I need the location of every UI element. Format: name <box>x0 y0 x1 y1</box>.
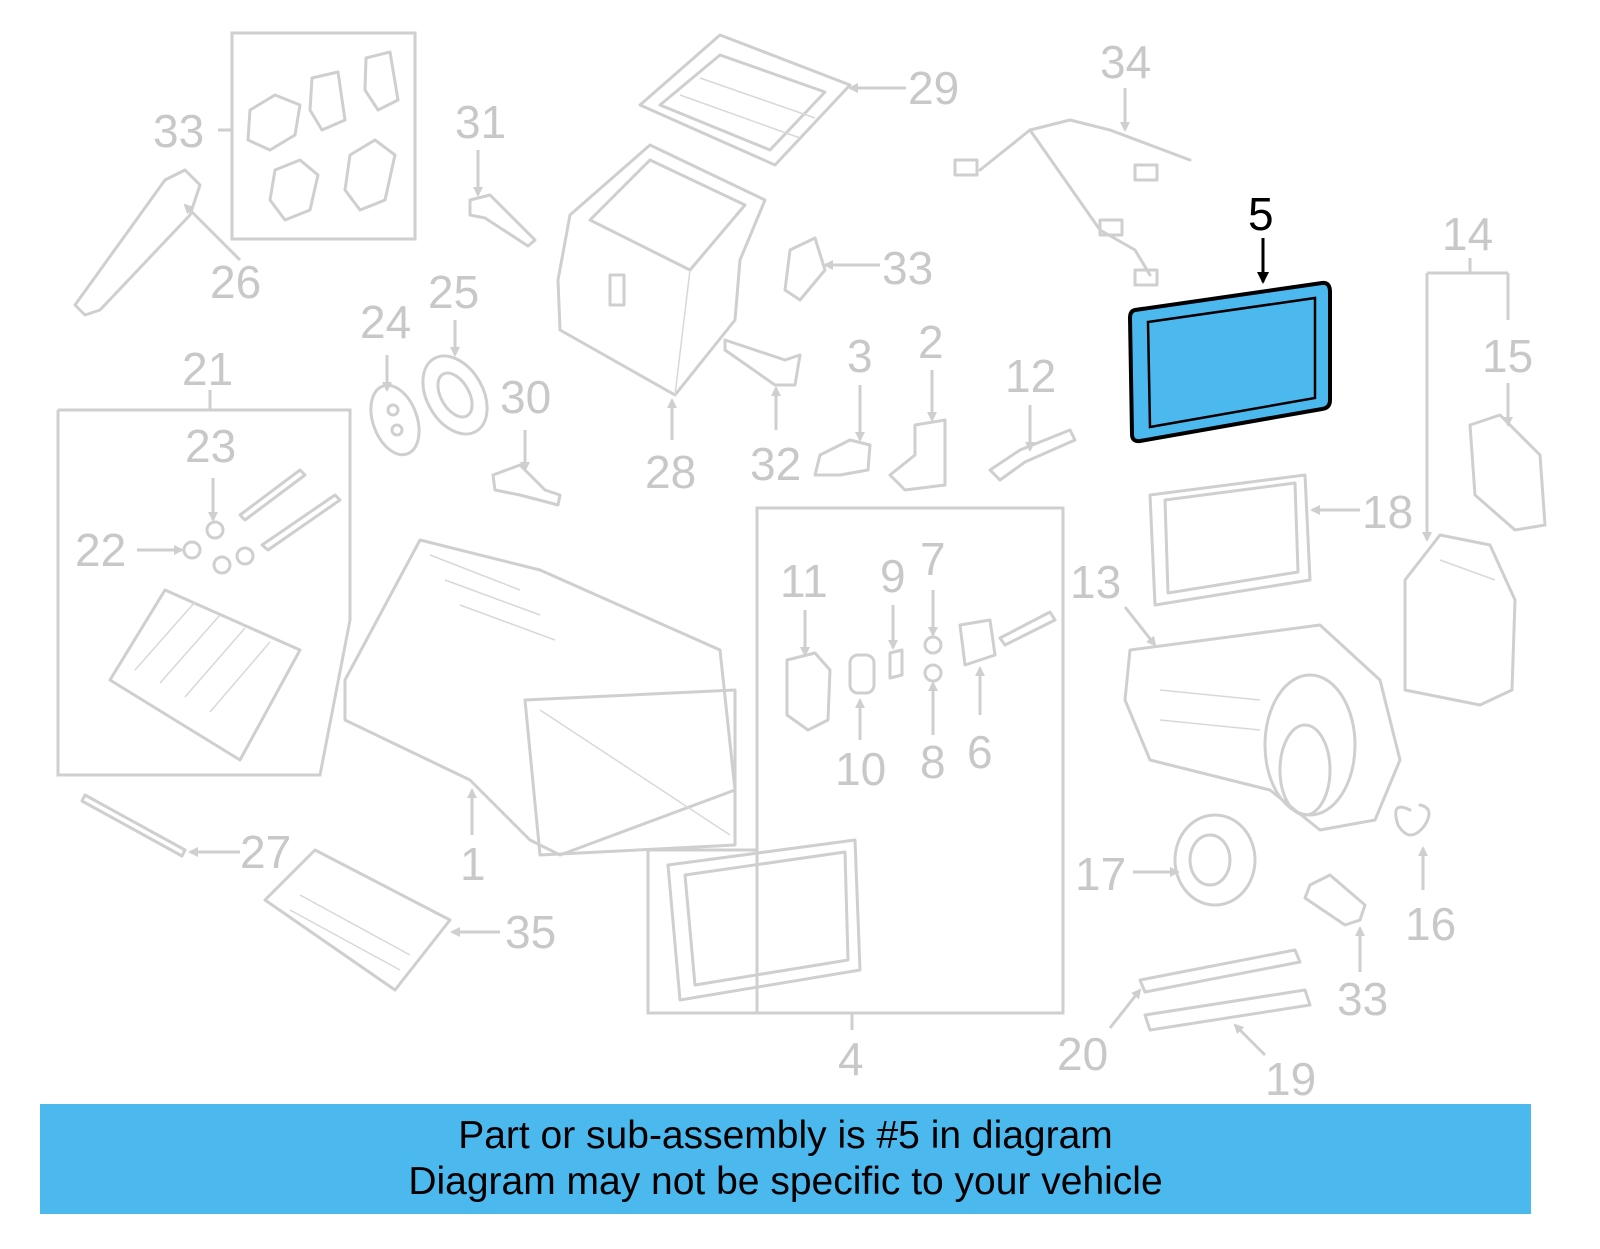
part-19 <box>1143 988 1312 1032</box>
part-25 <box>421 354 489 436</box>
callout-15: 15 <box>1482 330 1533 382</box>
part-21 <box>108 588 302 762</box>
callout-4: 4 <box>838 1033 864 1085</box>
callout-29: 29 <box>908 62 959 114</box>
part-5-highlighted <box>1127 280 1332 444</box>
callout-30: 30 <box>500 371 551 423</box>
part-26 <box>73 168 202 317</box>
part-12 <box>988 428 1077 482</box>
group-box-4-ext <box>646 848 757 1015</box>
part-6-bolt <box>998 610 1057 647</box>
part-35 <box>263 848 452 992</box>
callout-2: 2 <box>918 316 944 368</box>
part-9 <box>888 648 904 680</box>
callout-14: 14 <box>1442 208 1493 260</box>
callout-26: 26 <box>210 256 261 308</box>
callout-31: 31 <box>455 96 506 148</box>
part-11 <box>785 651 832 732</box>
callout-10: 10 <box>835 743 886 795</box>
part-7 <box>923 635 943 655</box>
callout-3: 3 <box>847 330 873 382</box>
part-13 <box>1123 623 1402 832</box>
callout-1: 1 <box>460 838 486 890</box>
callout-6: 6 <box>967 726 993 778</box>
part-32 <box>723 338 802 387</box>
callout-34: 34 <box>1100 36 1151 88</box>
banner-line-2: Diagram may not be specific to your vehi… <box>408 1160 1163 1203</box>
callout-24: 24 <box>360 296 411 348</box>
callout-23: 23 <box>185 420 236 472</box>
callout-35: 35 <box>505 906 556 958</box>
part-30 <box>491 463 562 507</box>
callout-labels: 33 26 29 31 33 34 5 14 15 24 25 30 3 2 1… <box>75 36 1533 1105</box>
part-2 <box>888 418 947 492</box>
part-29 <box>638 33 852 167</box>
callout-22: 22 <box>75 524 126 576</box>
info-banner: Part or sub-assembly is #5 in diagram Di… <box>40 1104 1531 1214</box>
group-box-4 <box>755 506 1065 1015</box>
callout-28: 28 <box>645 446 696 498</box>
part-33-bottom <box>1303 873 1367 927</box>
leader-lines <box>137 83 1513 1057</box>
part-17 <box>1173 813 1257 907</box>
part-34 <box>953 118 1192 287</box>
part-28 <box>556 143 767 397</box>
callout-12: 12 <box>1005 350 1056 402</box>
relay-set-33 <box>246 50 400 222</box>
part-8 <box>923 663 943 683</box>
callout-32: 32 <box>750 438 801 490</box>
part-6 <box>958 618 997 667</box>
part-4 <box>666 838 862 1002</box>
callout-20: 20 <box>1057 1028 1108 1080</box>
part-22-23 <box>182 468 342 575</box>
part-18 <box>1148 473 1312 607</box>
callout-8: 8 <box>920 736 946 788</box>
callout-5: 5 <box>1248 188 1274 240</box>
callout-33: 33 <box>1337 973 1388 1025</box>
part-3 <box>813 438 872 477</box>
callout-13: 13 <box>1070 556 1121 608</box>
part-16 <box>1394 803 1431 837</box>
banner-line-1: Part or sub-assembly is #5 in diagram <box>458 1114 1113 1157</box>
part-24 <box>369 383 421 457</box>
part-14 <box>1403 533 1517 707</box>
part-20 <box>1138 948 1302 994</box>
group-box-33 <box>230 31 417 241</box>
callout-11: 11 <box>780 555 828 607</box>
part-15 <box>1468 413 1547 532</box>
callout-33: 33 <box>153 105 204 157</box>
callout-21: 21 <box>182 343 233 395</box>
callout-16: 16 <box>1405 898 1456 950</box>
callout-7: 7 <box>920 533 946 585</box>
callout-25: 25 <box>428 266 479 318</box>
part-33-mid <box>783 236 827 302</box>
callout-27: 27 <box>240 826 291 878</box>
callout-33: 33 <box>882 242 933 294</box>
part-10 <box>848 653 876 695</box>
callout-17: 17 <box>1075 848 1126 900</box>
part-31 <box>468 193 537 248</box>
part-1 <box>343 538 737 857</box>
callout-19: 19 <box>1265 1053 1316 1105</box>
callout-18: 18 <box>1362 486 1413 538</box>
callout-9: 9 <box>880 550 906 602</box>
part-27 <box>80 793 187 858</box>
group-box-21 <box>56 408 352 777</box>
